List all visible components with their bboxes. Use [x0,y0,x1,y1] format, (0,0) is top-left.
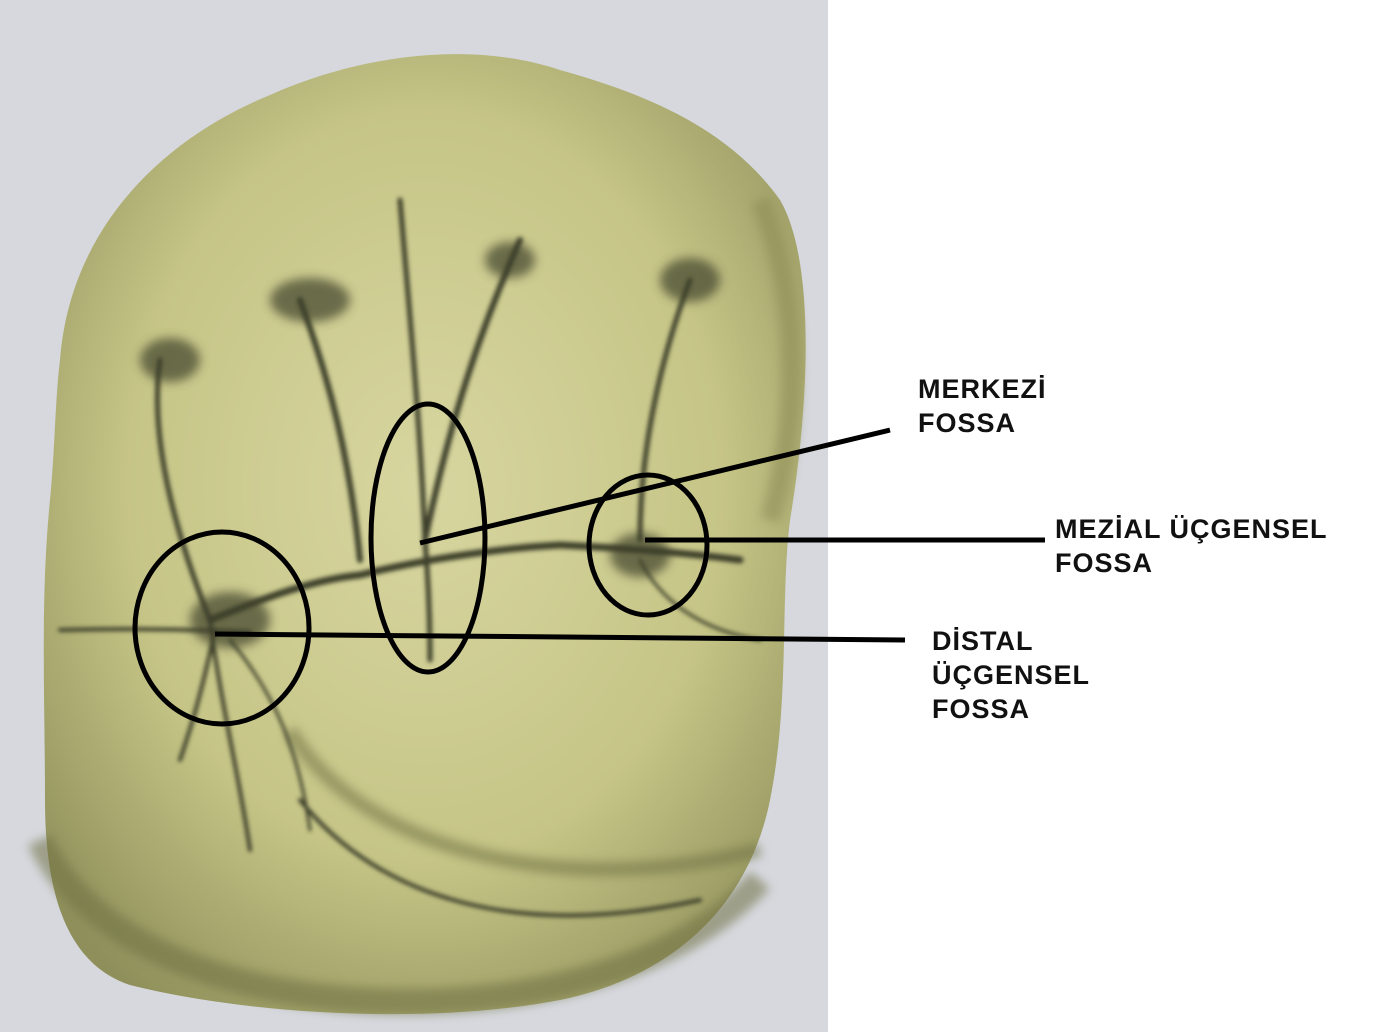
distal-leader-line [215,634,905,640]
merkezi-label-line1: MERKEZİ [918,372,1047,406]
merkezi-fossa-label: MERKEZİ FOSSA [918,372,1047,440]
mezial-fossa-label: MEZİAL ÜÇGENSEL FOSSA [1055,512,1328,580]
distal-label-line1: DİSTAL [932,624,1090,658]
mezial-label-line1: MEZİAL ÜÇGENSEL [1055,512,1328,546]
mezial-label-line2: FOSSA [1055,546,1328,580]
merkezi-label-line2: FOSSA [918,406,1047,440]
merkezi-leader-line [420,430,890,543]
central-fossa-circle [371,404,485,672]
distal-fossa-circle [135,532,309,724]
distal-fossa-label: DİSTAL ÜÇGENSEL FOSSA [932,624,1090,726]
distal-label-line3: FOSSA [932,692,1090,726]
distal-label-line2: ÜÇGENSEL [932,658,1090,692]
